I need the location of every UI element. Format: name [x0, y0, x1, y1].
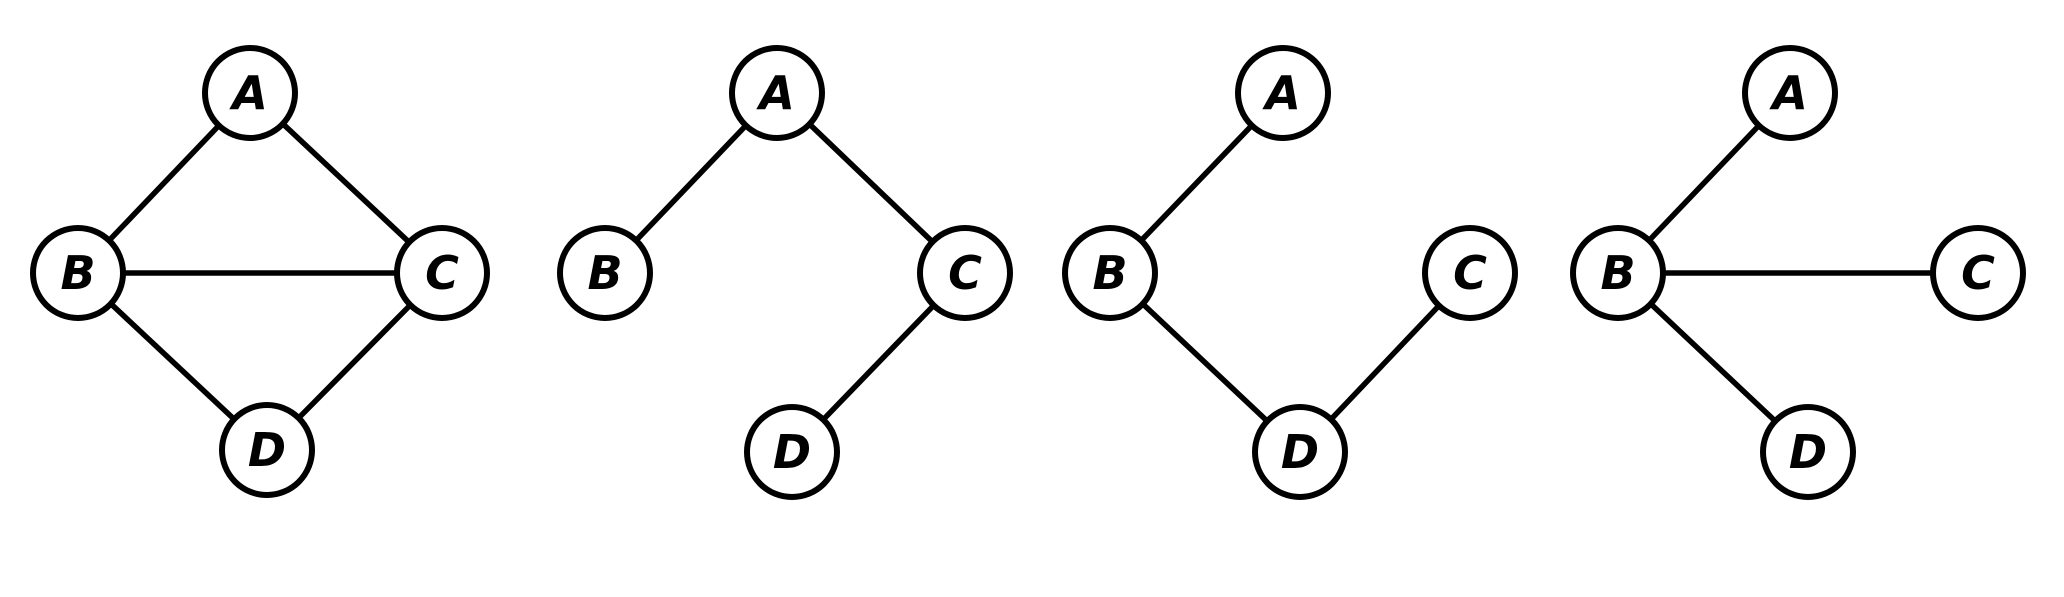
node-circle: [1235, 45, 1331, 141]
node-circle: [394, 225, 490, 321]
node-label: A: [1262, 66, 1301, 120]
node-circle: [30, 225, 126, 321]
spanning-tree-1: A B C D: [557, 45, 1013, 500]
node-label: B: [1092, 246, 1127, 300]
node-label: C: [425, 246, 459, 300]
edge-a-b: [1138, 122, 1255, 244]
node-label: A: [1769, 66, 1808, 120]
node-label: A: [756, 66, 795, 120]
node-b: B: [557, 225, 653, 321]
node-a: A: [1235, 45, 1331, 141]
node-c: C: [394, 225, 490, 321]
node-b: B: [1570, 225, 1666, 321]
node-label: D: [248, 423, 286, 477]
node-circle: [744, 404, 840, 500]
node-circle: [1062, 225, 1158, 321]
edge-b-d: [108, 301, 237, 422]
edge-a-b: [633, 122, 749, 244]
node-d: D: [1760, 404, 1856, 500]
node-a: A: [202, 45, 298, 141]
node-label: D: [773, 425, 811, 479]
node-circle: [1252, 404, 1348, 500]
node-c: C: [917, 225, 1013, 321]
node-label: D: [1281, 425, 1319, 479]
node-label: A: [229, 66, 268, 120]
node-d: D: [744, 404, 840, 500]
edge-b-d: [1140, 301, 1270, 424]
node-circle: [1422, 225, 1518, 321]
node-label: D: [1789, 425, 1827, 479]
edge-b-d: [1648, 301, 1778, 424]
spanning-tree-3: A B C D: [1570, 45, 2026, 500]
node-a: A: [729, 45, 825, 141]
node-label: C: [1453, 246, 1487, 300]
edge-a-b: [106, 122, 222, 244]
node-c: C: [1422, 225, 1518, 321]
node-c: C: [1930, 225, 2026, 321]
node-circle: [1930, 225, 2026, 321]
node-label: C: [948, 246, 982, 300]
node-circle: [1760, 404, 1856, 500]
edge-a-c: [806, 121, 936, 245]
node-a: A: [1742, 45, 1838, 141]
node-circle: [219, 402, 315, 498]
node-label: C: [1961, 246, 1995, 300]
node-circle: [557, 225, 653, 321]
node-b: B: [30, 225, 126, 321]
node-circle: [202, 45, 298, 141]
node-circle: [1742, 45, 1838, 141]
original-graph: A B C D: [30, 45, 490, 498]
node-d: D: [1252, 404, 1348, 500]
node-b: B: [1062, 225, 1158, 321]
node-label: B: [60, 246, 95, 300]
node-label: B: [587, 246, 622, 300]
edge-c-d: [820, 302, 937, 423]
node-circle: [1570, 225, 1666, 321]
edge-d-c: [1328, 302, 1442, 423]
node-circle: [917, 225, 1013, 321]
node-d: D: [219, 402, 315, 498]
spanning-tree-2: A B C D: [1062, 45, 1518, 500]
node-circle: [729, 45, 825, 141]
edge-a-c: [280, 121, 412, 245]
edge-c-d: [295, 302, 414, 421]
node-label: B: [1600, 246, 1635, 300]
edge-a-b: [1646, 122, 1762, 244]
graphs-layer: A B C D A B C D A B C D A B C D: [30, 45, 2026, 500]
